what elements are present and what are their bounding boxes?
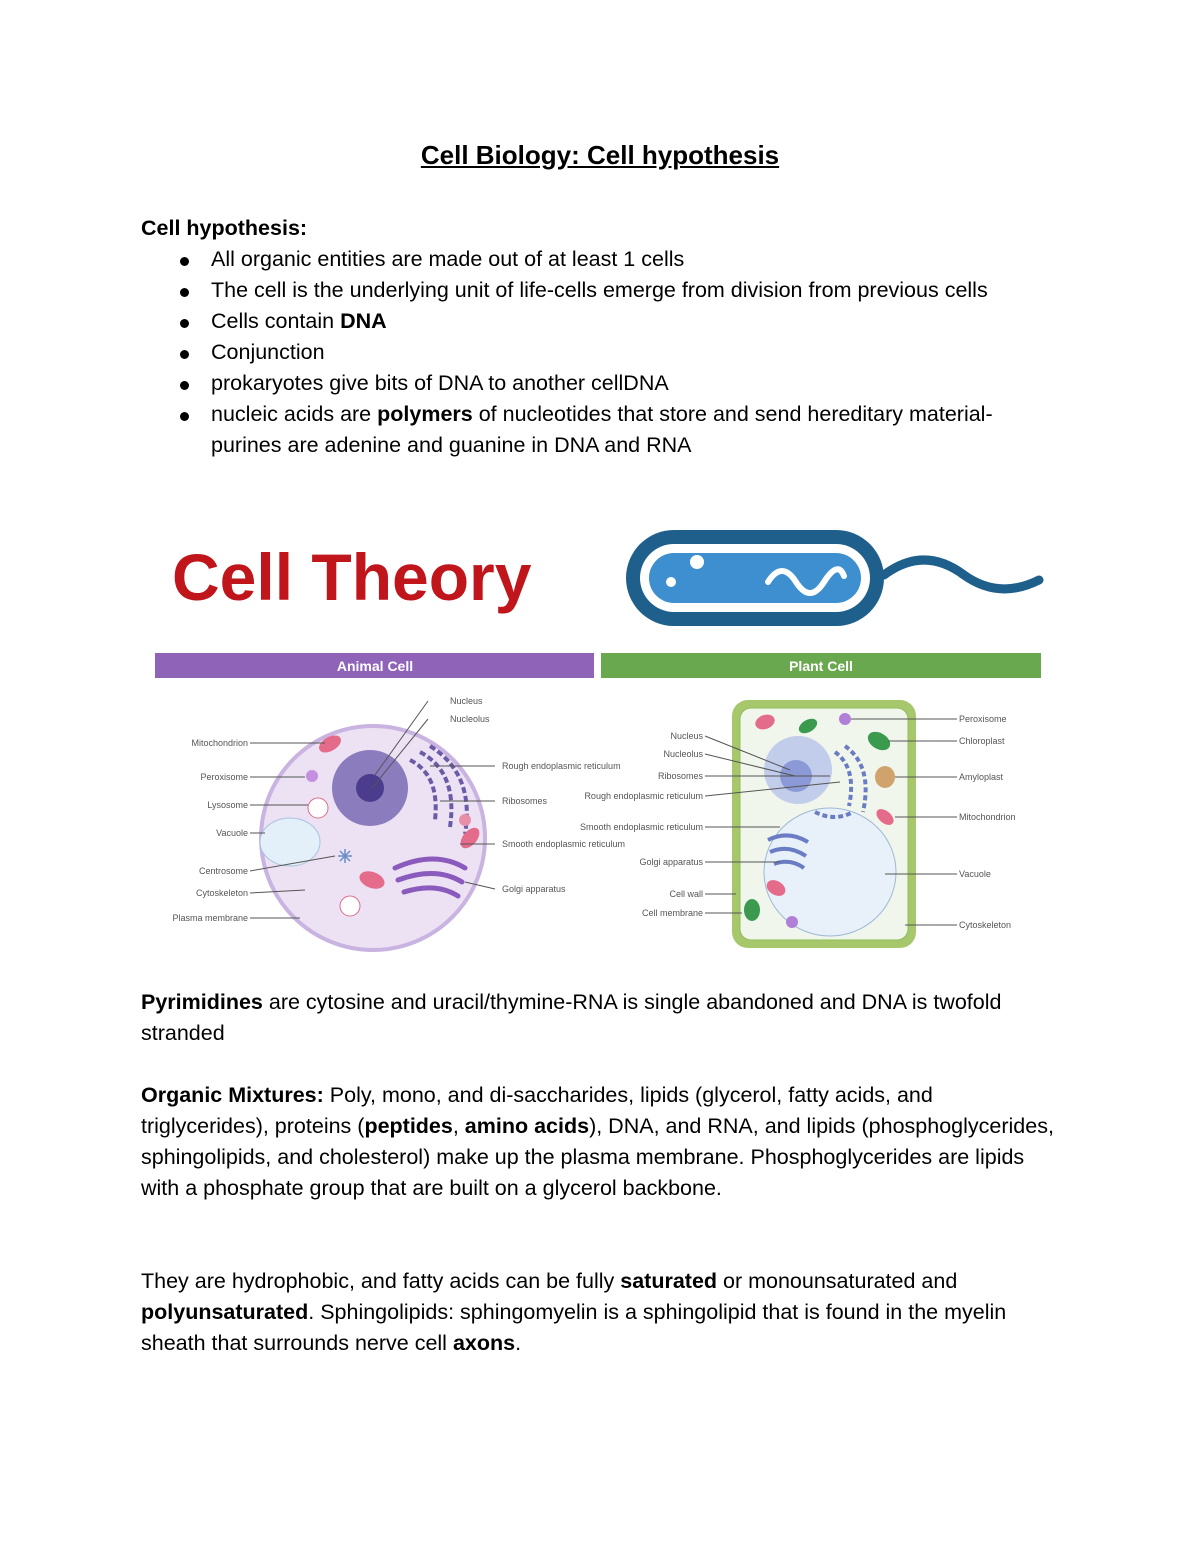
svg-text:Ribosomes: Ribosomes [658,771,704,781]
bold-term: axons [452,1331,516,1355]
bold-term: DNA [340,309,387,333]
svg-text:Chloroplast: Chloroplast [959,736,1005,746]
bullet-icon [180,350,189,359]
bullet-icon [180,288,189,297]
pyrimidines-paragraph: Pyrimidines are cytosine and uracil/thym… [141,990,1002,1045]
list-item: Cells contain DNA [141,306,1061,337]
svg-text:Lysosome: Lysosome [207,800,248,810]
animal-cell-header [155,653,594,678]
animal-cell-labels: Mitochondrion Peroxisome Lysosome Vacuol… [172,696,625,923]
animal-cell-label-lines [249,700,496,919]
svg-text:Amyloplast: Amyloplast [959,772,1004,782]
cell-hypothesis-section: Cell hypothesis: All organic entities ar… [141,213,1061,461]
list-item: All organic entities are made out of at … [141,244,1061,275]
cell-theory-illustration: Cell Theory Animal Cell Plant Cell [155,530,1044,952]
bullet-icon [180,257,189,266]
svg-text:Vacuole: Vacuole [959,869,991,879]
bacterium-icon [626,530,1044,626]
svg-text:Cytoskeleton: Cytoskeleton [196,888,248,898]
svg-text:Smooth endoplasmic reticulum: Smooth endoplasmic reticulum [580,822,703,832]
hydrophobic-paragraph: They are hydrophobic, and fatty acids ca… [141,1269,1007,1355]
svg-text:Peroxisome: Peroxisome [200,772,248,782]
hypothesis-list: All organic entities are made out of at … [141,244,1061,461]
bullet-icon [180,319,189,328]
paragraph-label: Organic Mixtures: [141,1083,324,1107]
plant-cell-label-lines [704,718,957,926]
svg-text:Nucleolus: Nucleolus [450,714,490,724]
svg-text:Golgi apparatus: Golgi apparatus [502,884,566,894]
svg-text:Nucleus: Nucleus [670,731,703,741]
svg-text:Nucleus: Nucleus [450,696,483,706]
organic-mixtures-paragraph: Organic Mixtures: Poly, mono, and di-sac… [141,1083,1054,1200]
svg-text:Ribosomes: Ribosomes [502,796,548,806]
svg-text:Smooth endoplasmic reticulum: Smooth endoplasmic reticulum [502,839,625,849]
svg-text:Mitochondrion: Mitochondrion [191,738,248,748]
animal-cell-diagram [259,724,487,952]
plant-cell-title: Plant Cell [789,658,853,674]
bold-term: polymers [377,402,473,426]
plant-cell-labels: Nucleus Nucleolus Ribosomes Rough endopl… [580,714,1016,930]
bullet-icon [180,412,189,421]
list-item: The cell is the underlying unit of life-… [141,275,1061,306]
page-title: Cell Biology: Cell hypothesis [420,140,780,170]
svg-text:Cell wall: Cell wall [669,889,703,899]
animal-cell-title: Animal Cell [337,658,413,674]
bold-term: saturated [620,1269,718,1293]
svg-text:Cell membrane: Cell membrane [642,908,703,918]
bold-term: amino acids [464,1114,590,1138]
svg-text:Rough endoplasmic reticulum: Rough endoplasmic reticulum [584,791,703,801]
svg-text:Centrosome: Centrosome [199,866,248,876]
figure-title: Cell Theory [172,540,532,614]
svg-text:Vacuole: Vacuole [216,828,248,838]
plant-cell-header [601,653,1041,678]
svg-text:Mitochondrion: Mitochondrion [959,812,1016,822]
bullet-icon [180,381,189,390]
svg-text:Peroxisome: Peroxisome [959,714,1007,724]
bold-term: polyunsaturated [141,1300,309,1324]
svg-text:Golgi apparatus: Golgi apparatus [639,857,703,867]
list-item: nucleic acids are polymers of nucleotide… [141,399,1061,461]
svg-text:Nucleolus: Nucleolus [663,749,703,759]
section-heading: Cell hypothesis: [141,216,308,240]
svg-text:Cytoskeleton: Cytoskeleton [959,920,1011,930]
svg-text:Plasma membrane: Plasma membrane [172,913,248,923]
bold-term: Pyrimidines [141,990,263,1014]
list-item: Conjunction [141,337,1061,368]
plant-cell-diagram [732,700,916,948]
svg-text:Rough endoplasmic reticulum: Rough endoplasmic reticulum [502,761,621,771]
list-item: prokaryotes give bits of DNA to another … [141,368,1061,399]
cell-theory-figure: Cell Theory Animal Cell Plant Cell [140,520,1060,975]
bold-term: peptides [364,1114,453,1138]
